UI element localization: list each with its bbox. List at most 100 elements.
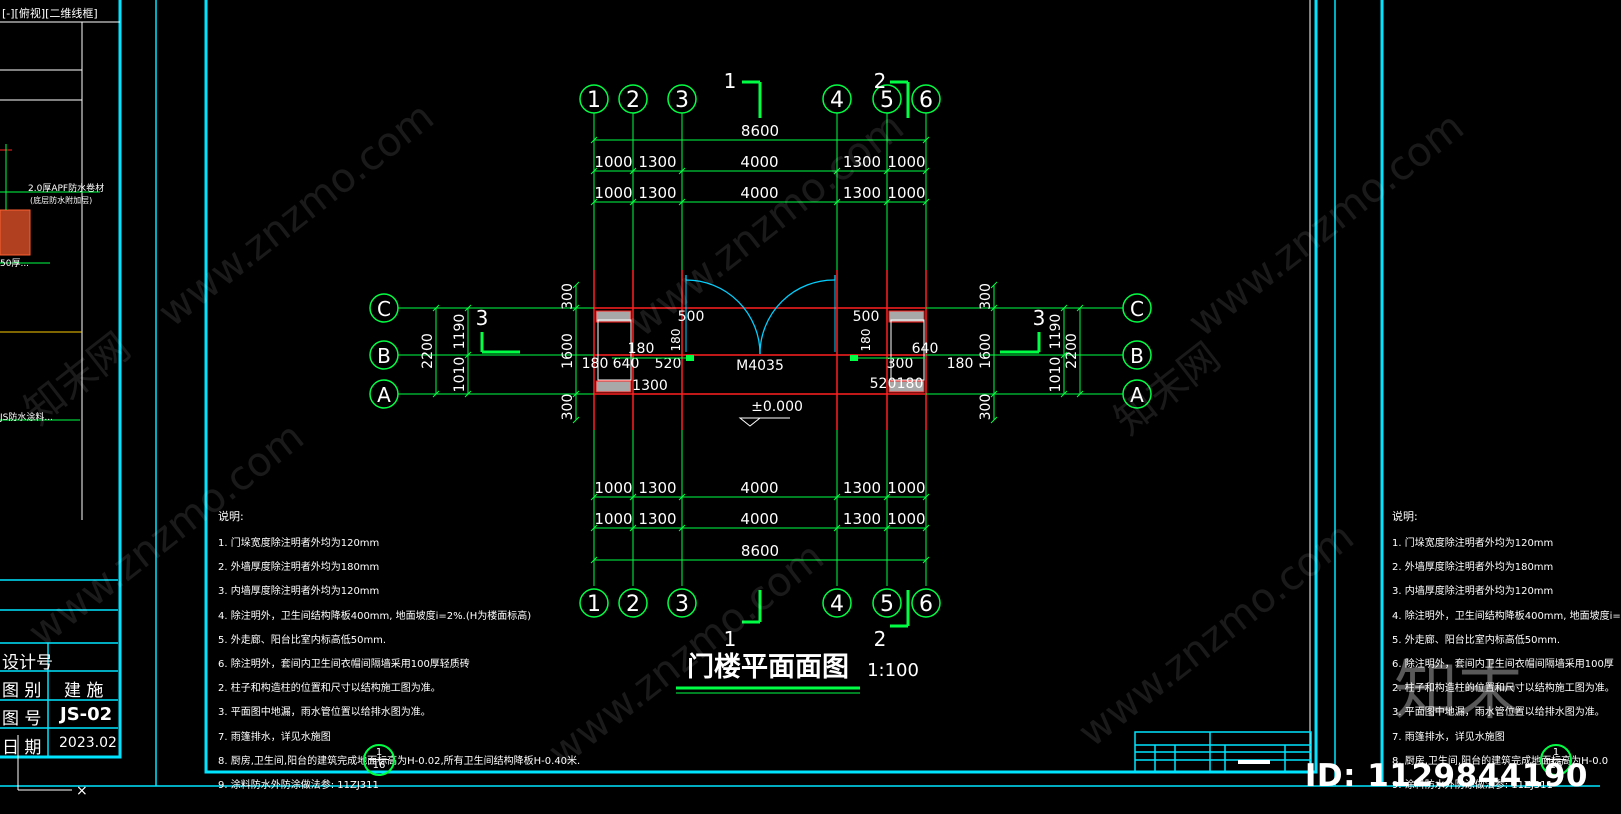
axis-label: 5 — [880, 592, 894, 617]
pier-outline — [597, 319, 632, 381]
axis-label: B — [1130, 344, 1144, 368]
image-id-badge: ID: 1129844190 — [1304, 758, 1588, 794]
axis-label: 5 — [880, 88, 894, 113]
table-label: 设计号 — [2, 653, 53, 673]
dim-total-text: 8600 — [741, 542, 779, 560]
axis-bubble — [618, 84, 648, 114]
dim-marker — [686, 355, 694, 361]
detail-ref-bottom: 16 — [1549, 760, 1563, 771]
right-notes-heading: 说明: — [1392, 510, 1418, 523]
table-row: 设计号 — [2, 648, 53, 673]
column — [595, 380, 632, 393]
axis-label: A — [377, 383, 391, 407]
dim-tick — [922, 198, 930, 206]
dim-tick — [883, 524, 891, 532]
dim-text: 1300 — [638, 184, 676, 202]
table-label: 日 期 — [2, 738, 42, 758]
left-note-50: 50厚... — [0, 259, 30, 269]
dim-tick — [1060, 351, 1068, 359]
axis-bubble — [872, 588, 902, 618]
axis-label: 2 — [626, 88, 640, 113]
dim-tick — [590, 493, 598, 501]
axis-label: 3 — [675, 88, 689, 113]
dim-text: 1600 — [560, 333, 576, 369]
dim-tick — [572, 416, 580, 424]
axis-bubble — [579, 84, 609, 114]
note-item: 8. 厨房,卫生间,阳台的建筑完成地面标高为H-0.02,所有卫生间结构降板H-… — [218, 755, 581, 767]
note-item: 2. 柱子和构造柱的位置和尺寸以结构施工图为准。 — [218, 683, 441, 695]
dim-text: 1000 — [594, 510, 632, 528]
note-item: 3. 平面图中地漏，雨水管位置以给排水图为准。 — [1392, 707, 1605, 719]
dim-tick — [833, 167, 841, 175]
dim-tick — [922, 556, 930, 564]
dim-text: 1000 — [887, 479, 925, 497]
dim-text: 180 — [582, 356, 609, 372]
dim-tick — [678, 198, 686, 206]
dim-tick — [883, 198, 891, 206]
left-sheet-frame — [0, 0, 122, 759]
axis-label: C — [377, 297, 391, 321]
drawing-title: 门楼平面面图 — [687, 652, 849, 683]
note-item: 7. 雨篷排水，详见水施图 — [218, 731, 331, 743]
dim-text: 2200 — [1064, 333, 1080, 369]
table-row: 图 号 JS-02 — [2, 704, 120, 729]
dim-text: 1000 — [887, 510, 925, 528]
axis-label: 4 — [830, 592, 844, 617]
right-detail-ref-circle: 1 16 — [1540, 744, 1572, 776]
note-item: 4. 除注明外，卫生间结构降板400mm, 地面坡度i=2%.(H为楼面标高) — [218, 610, 532, 622]
door-arc-right — [759, 275, 836, 355]
dim-tick — [590, 556, 598, 564]
dim-text: 180 — [897, 376, 924, 392]
table-label: 图 号 — [2, 709, 42, 729]
dim-text: 4000 — [740, 510, 778, 528]
dim-tick — [922, 167, 930, 175]
note-item: 4. 除注明外，卫生间结构降板400mm, 地面坡度i= — [1392, 610, 1621, 622]
section-label: 2 — [874, 627, 887, 651]
dim-text: 500 — [853, 309, 880, 325]
note-item: 1. 门垛宽度除注明者外均为120mm — [1392, 538, 1554, 549]
main-sheet-frame — [204, 0, 1318, 774]
dim-text: 1000 — [887, 153, 925, 171]
dim-text: 1190 — [452, 314, 468, 350]
dim-tick — [1076, 390, 1084, 398]
left-note-apf-sub: (底层防水附加层) — [30, 196, 93, 205]
detail-ref-top: 1 — [369, 747, 389, 760]
sheet-frames — [0, 0, 1600, 787]
door-arc-left — [685, 275, 761, 355]
dim-text: 300 — [887, 356, 914, 372]
axis-label: A — [1130, 383, 1144, 407]
level-label: ±0.000 — [751, 399, 803, 415]
note-item: 8. 厨房,卫生间,阳台的建筑完成地面标高为H-0.0 — [1392, 755, 1609, 767]
dim-text: 300 — [978, 283, 994, 310]
table-value: 建 施 — [64, 681, 104, 701]
dim-tick — [678, 524, 686, 532]
drawing-scale: 1:100 — [867, 660, 919, 681]
dim-text: 1000 — [594, 184, 632, 202]
dim-tick — [990, 390, 998, 398]
dim-tick — [1060, 390, 1068, 398]
level-triangle — [738, 417, 762, 427]
dim-tick — [922, 524, 930, 532]
column — [595, 310, 632, 323]
dim-text: 1000 — [887, 184, 925, 202]
dim-tick — [590, 167, 598, 175]
dim-tick — [990, 304, 998, 312]
table-label: 图 别 — [2, 681, 42, 701]
detail-ref-top: 1 — [1546, 747, 1566, 760]
dim-tick — [464, 390, 472, 398]
dim-tick — [590, 136, 598, 144]
dim-tick — [572, 304, 580, 312]
dim-text: 1000 — [594, 153, 632, 171]
dim-tick — [990, 416, 998, 424]
dim-tick — [883, 493, 891, 501]
dim-text: 1010 — [1048, 357, 1064, 393]
note-item: 6. 除注明外，套间内卫生间衣帽间隔墙采用100厚轻质砖 — [218, 659, 470, 671]
dim-text: 1300 — [843, 184, 881, 202]
table-value: 2023.02 — [59, 735, 117, 751]
dim-text: 4000 — [740, 479, 778, 497]
dim-tick — [432, 304, 440, 312]
